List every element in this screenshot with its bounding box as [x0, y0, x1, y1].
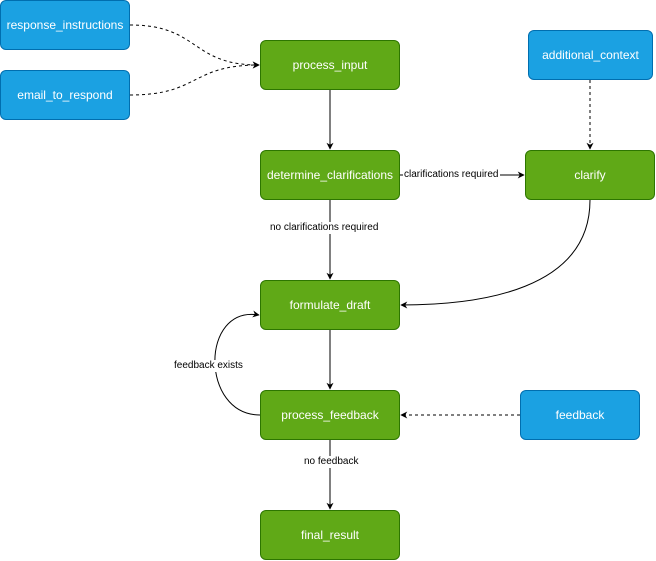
node-email-to-respond[interactable]: email_to_respond	[0, 70, 130, 120]
node-formulate-draft[interactable]: formulate_draft	[260, 280, 400, 330]
edge-label-no-clarifications-required: no clarifications required	[269, 222, 380, 234]
edge-email-to-respond-to-process-input	[129, 61, 260, 96]
node-clarify[interactable]: clarify	[525, 150, 655, 200]
edge-clarify-to-formulate-draft	[400, 199, 591, 309]
edge-label-feedback-exists: feedback exists	[173, 360, 244, 372]
edge-label-no-feedback: no feedback	[303, 456, 360, 468]
node-process-feedback[interactable]: process_feedback	[260, 390, 400, 440]
edge-response-instructions-to-process-input	[129, 24, 260, 69]
node-final-result[interactable]: final_result	[260, 510, 400, 560]
node-response-instructions[interactable]: response_instructions	[0, 0, 130, 50]
node-feedback[interactable]: feedback	[520, 390, 640, 440]
edge-label-clarifications-required: clarifications required	[403, 169, 500, 181]
node-determine-clarifications[interactable]: determine_clarifications	[260, 150, 400, 200]
node-additional-context[interactable]: additional_context	[528, 30, 653, 80]
node-process-input[interactable]: process_input	[260, 40, 400, 90]
